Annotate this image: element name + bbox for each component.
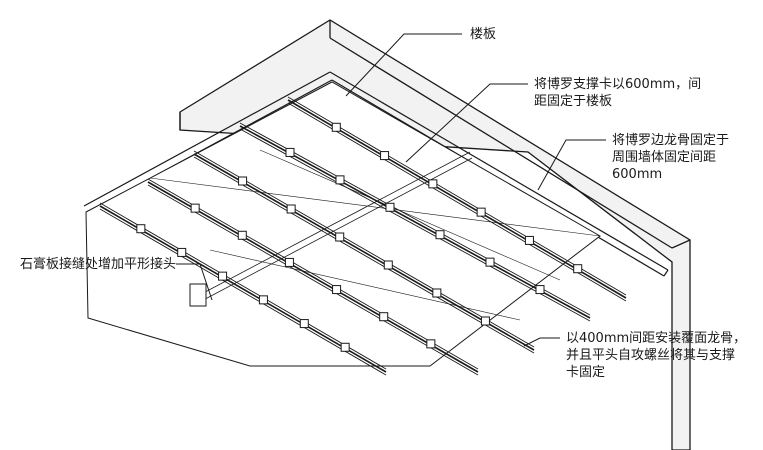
hanger-clip [485, 257, 495, 267]
label-edge-keel-line3: 600mm [612, 167, 663, 182]
wall-corner [671, 239, 691, 249]
cover-keel-2-edge-3 [239, 128, 591, 322]
hanger-clip [476, 207, 486, 217]
board-cross-2 [259, 149, 561, 281]
cover-keel-5-edge-3 [99, 208, 387, 376]
hanger-clip [535, 285, 545, 295]
hanger-clip [573, 264, 583, 274]
leader-hanger [405, 83, 528, 163]
hanger-clip [332, 285, 342, 295]
board-cross-3 [209, 249, 521, 321]
label-board-joint: 石膏板接缝处增加平形接头 [20, 256, 176, 273]
label-floor-slab-text: 楼板 [470, 27, 497, 42]
hanger-clip [284, 257, 294, 267]
label-edge-keel-line2: 周围墙体固定间距 [612, 150, 717, 165]
label-hanger-clip-line2: 距固定于楼板 [534, 94, 613, 109]
hanger-clip [237, 230, 247, 240]
hanger-clip [435, 230, 445, 240]
cover-keel-2-edge-2 [239, 125, 591, 319]
cover-keel-1 [287, 96, 627, 302]
label-edge-keel-line1: 将博罗边龙骨固定于 [612, 133, 730, 148]
gypsum-board [85, 81, 601, 367]
label-edge-keel: 将博罗边龙骨固定于 周围墙体固定间距 600mm [612, 132, 729, 183]
hanger-clip [285, 147, 295, 157]
label-cover-keel-line3: 卡固定 [566, 365, 606, 380]
leader-joint [176, 263, 213, 301]
hanger-clip [238, 176, 248, 186]
cover-keel-4-edge-2 [147, 181, 479, 373]
slab-inner-edge [329, 37, 673, 249]
cover-keel-4-edge-3 [147, 184, 479, 376]
board-cross-1 [149, 177, 601, 237]
hanger-clip [383, 260, 393, 270]
label-floor-slab: 楼板 [470, 26, 496, 43]
cover-keel-3-edge-1 [193, 150, 535, 348]
hanger-clip [340, 342, 350, 352]
hanger-clip [379, 312, 389, 322]
cover-keel-4 [147, 178, 479, 376]
cover-keel-1-edge-1 [287, 96, 627, 296]
label-cover-keel-line2: 并且平头自攻螺丝将其与支撑 [566, 348, 736, 363]
cover-keel-3 [193, 150, 535, 354]
hanger-clip [177, 247, 187, 257]
hanger-clip [258, 295, 268, 305]
leader-lines [176, 33, 606, 347]
hanger-clip [428, 179, 438, 189]
label-cover-keel-line1: 以400mm间距安装覆面龙骨， [566, 331, 747, 346]
hanger-clip [299, 319, 309, 329]
cover-keel-5-edge-2 [99, 205, 387, 373]
cover-keel-2-edge-1 [239, 122, 591, 316]
hanger-clip [335, 232, 345, 242]
cover-keel-5-edge-1 [99, 202, 387, 370]
cover-keel-3-edge-2 [193, 153, 535, 351]
leader-cover [523, 337, 560, 347]
leader-edge [537, 139, 606, 191]
hanger-clip [136, 224, 146, 234]
cover-keel-4-edge-1 [147, 178, 479, 370]
hanger-clip [380, 151, 390, 161]
hanger-clip [335, 175, 345, 185]
hanger-clip [218, 271, 228, 281]
cover-keel-2 [239, 122, 591, 322]
flat-joint-plate [189, 283, 207, 307]
hanger-clip [480, 316, 490, 326]
cover-keel-3-edge-3 [193, 156, 535, 354]
cover-keel-1-edge-3 [287, 102, 627, 302]
label-hanger-clip: 将博罗支撑卡以600mm，间 距固定于楼板 [534, 76, 701, 110]
hanger-clip [190, 203, 200, 213]
hanger-clip [426, 339, 436, 349]
cover-keels [99, 96, 627, 376]
hanger-clip [432, 288, 442, 298]
cover-keel-5 [99, 202, 387, 376]
board-sheet [85, 81, 601, 367]
hanger-clip [286, 204, 296, 214]
label-cover-keel: 以400mm间距安装覆面龙骨， 并且平头自攻螺丝将其与支撑 卡固定 [566, 330, 746, 381]
leader-floor [345, 33, 462, 97]
hanger-clip [524, 235, 534, 245]
cover-keel-1-edge-2 [287, 99, 627, 299]
label-hanger-clip-line1: 将博罗支撑卡以600mm，间 [534, 77, 702, 92]
label-board-joint-text: 石膏板接缝处增加平形接头 [20, 257, 177, 272]
board-joint-line-2 [191, 157, 473, 307]
hanger-clip [331, 122, 341, 132]
hanger-clip [385, 202, 395, 212]
